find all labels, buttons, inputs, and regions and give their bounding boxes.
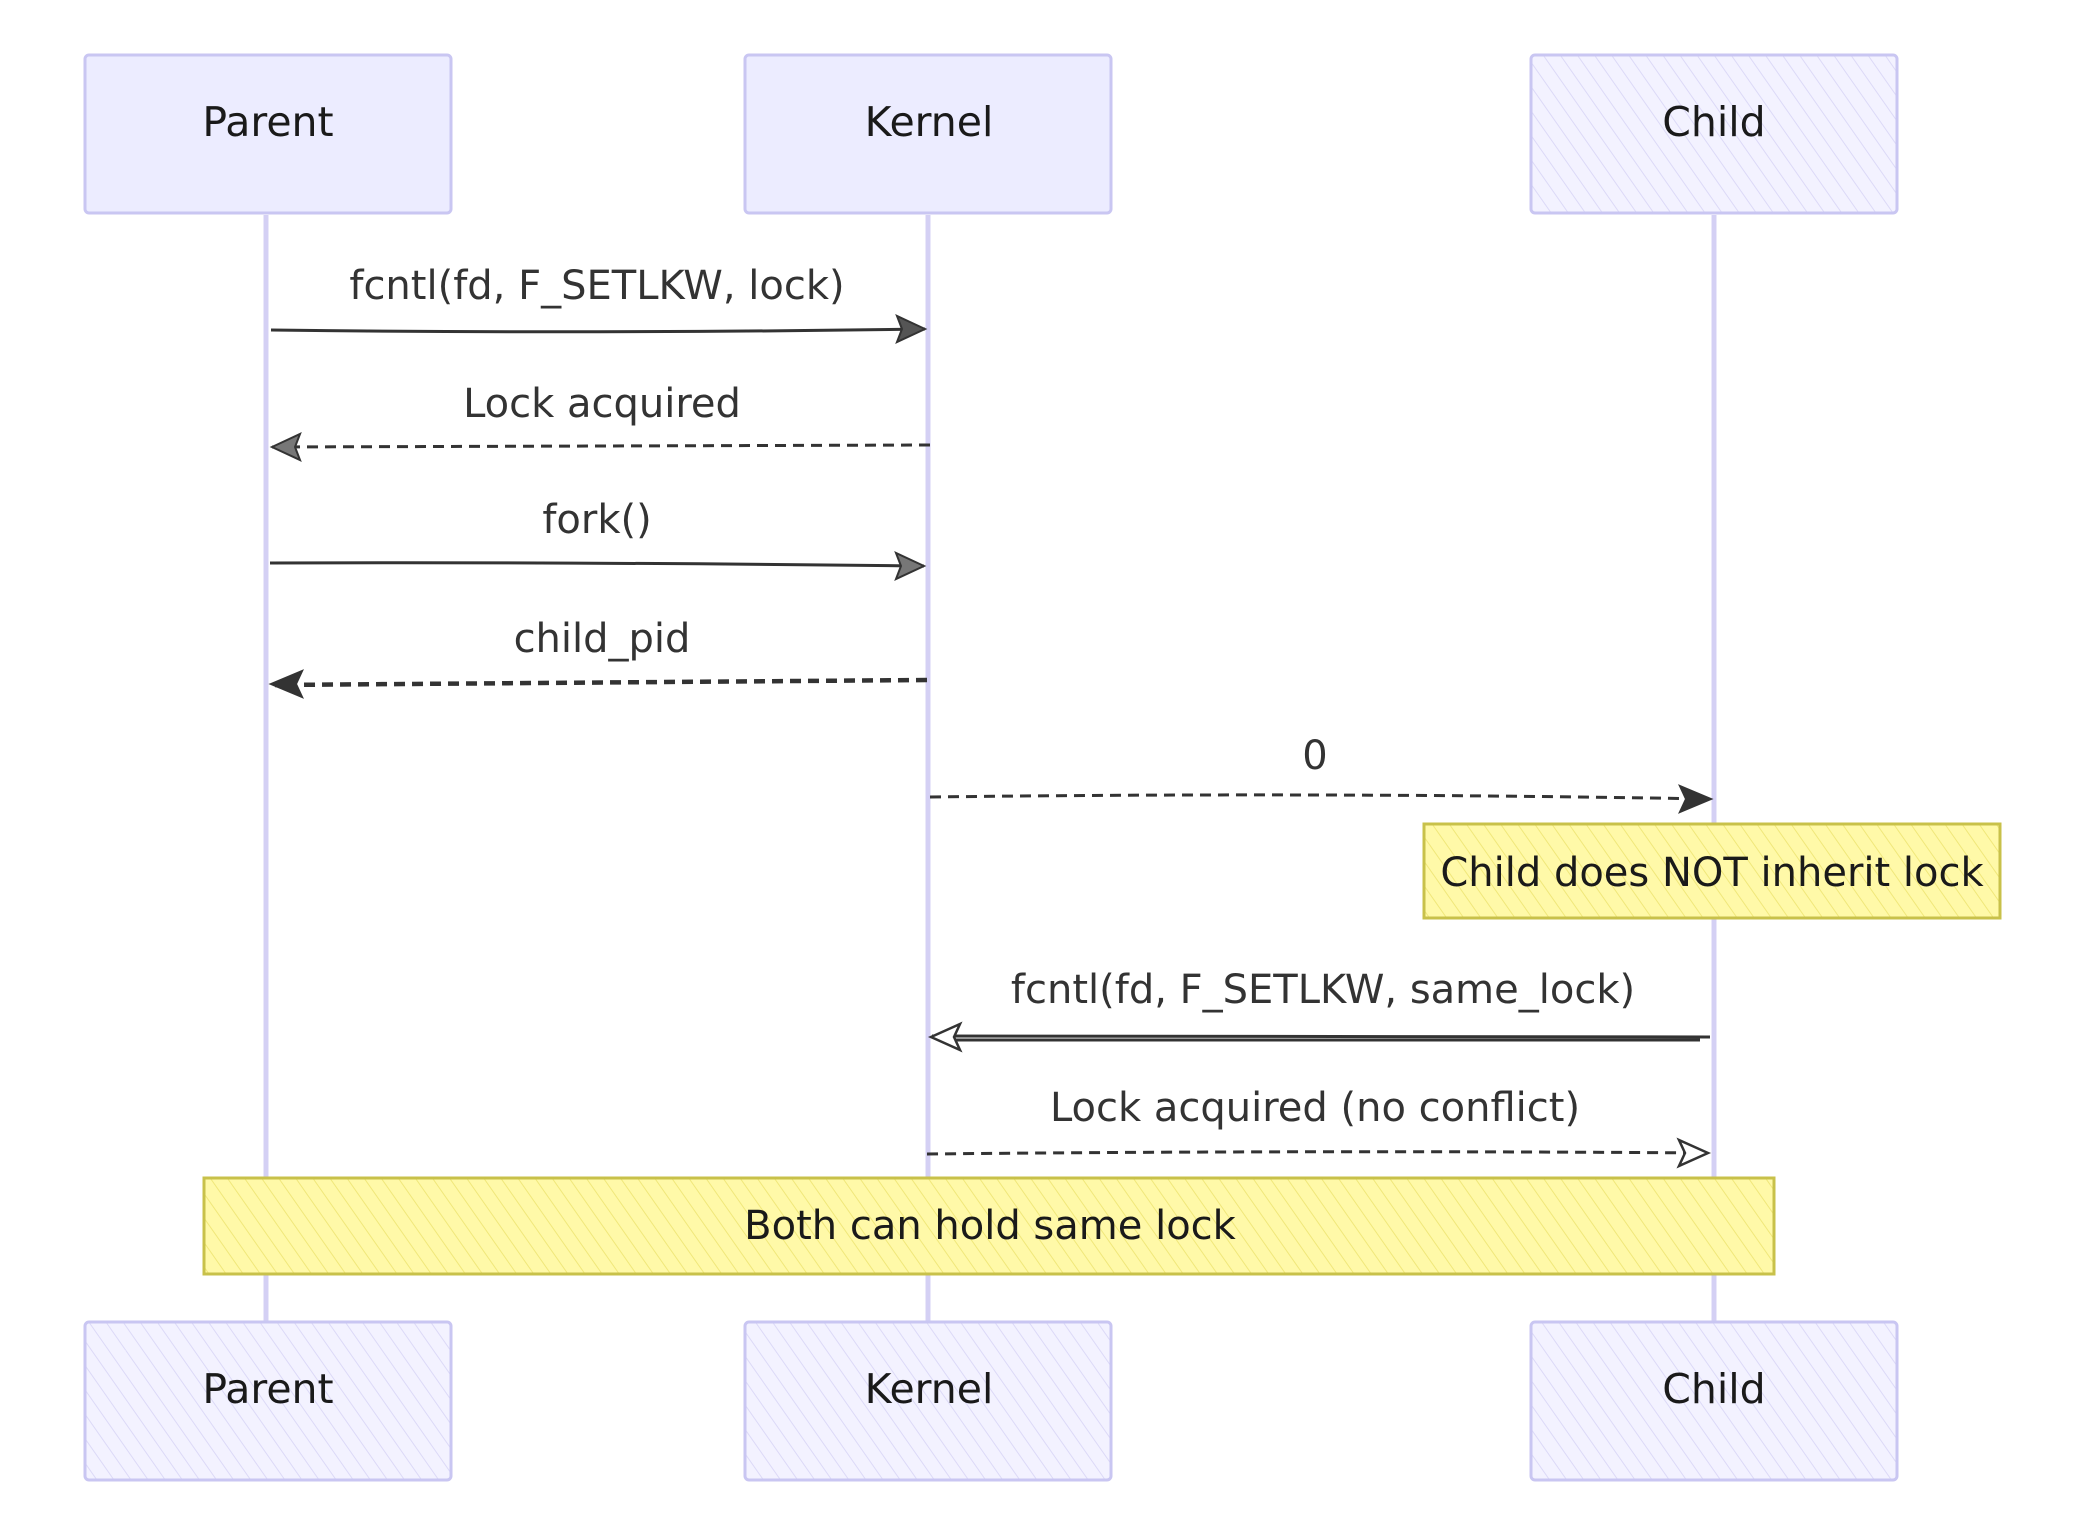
participant-label: Parent [202, 98, 333, 146]
note-label: Both can hold same lock [744, 1203, 1236, 1249]
arrowhead [895, 314, 928, 344]
arrowhead [269, 432, 302, 462]
message-fcntl-same-lock: fcntl(fd, F_SETLKW, same_lock) [927, 967, 1711, 1053]
note-child-no-inherit: Child does NOT inherit lock [1422, 822, 2002, 920]
message-child-pid: child_pid [268, 616, 928, 699]
note-label: Child does NOT inherit lock [1440, 850, 1984, 896]
message-zero: 0 [929, 733, 1714, 814]
participant-label: Parent [202, 1365, 333, 1413]
message-label: fork() [542, 497, 651, 543]
participant-label: Kernel [865, 1365, 994, 1413]
message-label: child_pid [514, 616, 691, 662]
arrowhead [1676, 1137, 1712, 1169]
arrowhead [894, 551, 927, 581]
message-label: Lock acquired (no conflict) [1050, 1085, 1580, 1131]
message-label: fcntl(fd, F_SETLKW, lock) [349, 263, 844, 309]
participant-kernel-bottom: Kernel [743, 1320, 1113, 1482]
note-both-hold-lock: Both can hold same lock [202, 1176, 1776, 1276]
participant-child-bottom: Child [1529, 1320, 1899, 1482]
participant-label: Child [1662, 98, 1765, 146]
message-label: 0 [1302, 733, 1327, 779]
message-lock-acquired-no-conflict: Lock acquired (no conflict) [926, 1085, 1712, 1169]
arrowhead [927, 1021, 963, 1053]
participant-label: Kernel [865, 98, 994, 146]
participant-parent-bottom: Parent [83, 1320, 453, 1482]
message-lock-acquired: Lock acquired [269, 381, 931, 462]
message-label: fcntl(fd, F_SETLKW, same_lock) [1011, 967, 1635, 1013]
message-fcntl-lock: fcntl(fd, F_SETLKW, lock) [270, 263, 928, 344]
message-fork: fork() [269, 497, 927, 581]
arrowhead [268, 669, 304, 699]
participant-label: Child [1662, 1365, 1765, 1413]
participant-child-top: Child [1529, 53, 1899, 215]
message-label: Lock acquired [463, 381, 741, 427]
participant-parent-top: Parent [83, 53, 453, 215]
arrowhead [1678, 784, 1714, 814]
participant-kernel-top: Kernel [743, 53, 1113, 215]
